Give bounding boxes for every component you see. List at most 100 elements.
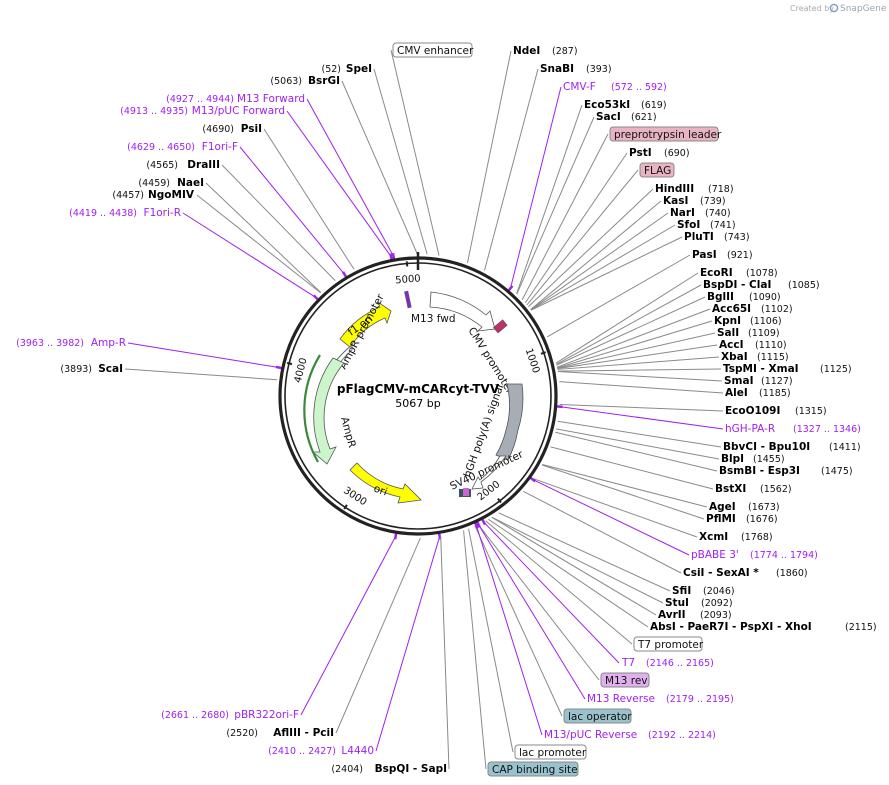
site-ndei[interactable]: NdeI(287) <box>513 45 578 57</box>
site-naei[interactable]: (4459)NaeI <box>138 177 204 189</box>
primer-m13-puc-reverse[interactable]: M13/pUC Reverse(2192 .. 2214) <box>544 729 716 741</box>
site-bsmbi-esp3i[interactable]: BsmBI - Esp3I(1475) <box>719 465 853 477</box>
site-bstxi[interactable]: BstXI(1562) <box>715 483 792 495</box>
feature-cmv-promoter[interactable]: CMV promoter <box>429 291 516 396</box>
site-psii[interactable]: (4690)PsiI <box>202 123 262 135</box>
sali-name: SalI <box>717 327 739 339</box>
site-afliii-pcii[interactable]: (2520)AflIII - PciI <box>226 727 334 739</box>
bstxi-pos: (1562) <box>760 484 792 495</box>
site-sfoi[interactable]: SfoI(741) <box>677 219 736 231</box>
bbvci-bpu10i-pos: (1411) <box>829 442 861 453</box>
snapgene-logo-icon <box>829 3 839 13</box>
site-spei[interactable]: (52)SpeI <box>321 63 372 75</box>
site-ecori[interactable]: EcoRI(1078) <box>700 267 778 279</box>
snabi-pos: (393) <box>586 64 612 75</box>
t7-name: T7 <box>621 657 635 669</box>
primer-amp-r[interactable]: (3963 .. 3982)Amp-R <box>16 337 126 349</box>
m13-fwd-label: M13 fwd <box>411 313 456 325</box>
site-hindiii[interactable]: HindIII(718) <box>655 183 734 195</box>
label-flag[interactable]: FLAG <box>639 162 675 178</box>
primer-pbr322ori-f[interactable]: (2661 .. 2680)pBR322ori-F <box>161 709 299 721</box>
cap-binding-site-box <box>487 761 579 777</box>
primer-l4440[interactable]: (2410 .. 2427)L4440 <box>268 745 374 757</box>
blpi-name: BlpI <box>721 453 744 465</box>
site-pluti[interactable]: PluTI(743) <box>684 231 750 243</box>
m13-reverse-pos: (2179 .. 2195) <box>666 694 734 705</box>
site-bspdi-clai[interactable]: BspDI - ClaI(1085) <box>703 279 820 291</box>
site-eco53ki[interactable]: Eco53kI(619) <box>584 99 667 111</box>
primer-m13-forward[interactable]: (4927 .. 4944)M13 Forward <box>166 93 305 105</box>
primer-m13-reverse[interactable]: M13 Reverse(2179 .. 2195) <box>587 693 734 705</box>
site-xbai[interactable]: XbaI(1115) <box>721 351 789 363</box>
site-nari[interactable]: NarI(740) <box>670 207 731 219</box>
site-snabi[interactable]: SnaBI(393) <box>540 63 612 75</box>
ruler-tick-label: 1000 <box>523 347 542 375</box>
site-bsrgi[interactable]: (5063)BsrGI <box>270 75 340 87</box>
primer-pbabe-3[interactable]: pBABE 3'(1774 .. 1794) <box>691 549 818 561</box>
site-draiii[interactable]: (4565)DraIII <box>146 159 220 171</box>
site-smai[interactable]: SmaI(1127) <box>724 375 793 387</box>
site-bglii[interactable]: BglII(1090) <box>707 291 781 303</box>
ruler-tick <box>497 497 502 504</box>
site-blpi[interactable]: BlpI(1455) <box>721 453 785 465</box>
primer-f1ori-r[interactable]: (4419 .. 4438)F1ori-R <box>69 207 181 219</box>
site-pasi[interactable]: PasI(921) <box>692 249 753 261</box>
primer-site-marker <box>393 533 398 540</box>
site-stui[interactable]: StuI(2092) <box>665 597 733 609</box>
site-avrii[interactable]: AvrII (2093) <box>658 609 732 621</box>
label-cap-binding-site[interactable]: CAP binding site <box>487 761 579 777</box>
leader-line <box>557 332 716 369</box>
site-xcmi[interactable]: XcmI(1768) <box>699 531 773 543</box>
avrii-pos: (2093) <box>700 610 732 621</box>
feature-m13-fwd[interactable]: M13 fwd <box>404 290 456 325</box>
hgh-polya-block <box>495 383 524 461</box>
leader-line <box>491 516 657 616</box>
site-tspmi-xmai[interactable]: TspMI - XmaI(1125) <box>723 363 852 375</box>
site-saci[interactable]: SacI(621) <box>596 111 657 123</box>
label-lac-promoter[interactable]: lac promoter <box>514 744 587 760</box>
label-t7-promoter[interactable]: T7 promoter <box>633 636 704 652</box>
ampr-arrow <box>311 357 345 465</box>
primer-hgh-pa-r[interactable]: hGH-PA-R(1327 .. 1346) <box>725 423 861 435</box>
label-m13-rev[interactable]: M13 rev <box>600 672 650 688</box>
leader-line <box>491 516 664 604</box>
site-scai[interactable]: (3893)ScaI <box>60 363 123 375</box>
leader-line <box>390 49 440 256</box>
label-preprotrypsin-leader[interactable]: preprotrypsin leader <box>609 126 722 142</box>
site-acc65i[interactable]: Acc65I(1102) <box>712 303 793 315</box>
site-ngomiv[interactable]: (4457)NgoMIV <box>112 189 194 201</box>
feature-ampr[interactable]: AmpR <box>303 354 358 465</box>
primer-f1ori-f[interactable]: (4629 .. 4650)F1ori-F <box>127 141 238 153</box>
site-kasi[interactable]: KasI(739) <box>663 195 726 207</box>
site-sfii[interactable]: SfiI(2046) <box>672 585 735 597</box>
site-psti[interactable]: PstI(690) <box>629 147 690 159</box>
feature-ori[interactable]: ori <box>349 462 422 504</box>
leader-line <box>474 525 563 717</box>
leader-line <box>516 104 583 294</box>
site-sali[interactable]: SalI(1109) <box>717 327 780 339</box>
leader-line <box>557 420 722 448</box>
m13-rev-text: M13 rev <box>605 675 648 687</box>
site-ecoo109i[interactable]: EcoO109I(1315) <box>725 405 827 417</box>
sv40-promoter-arrow <box>471 455 507 490</box>
site-acci[interactable]: AccI(1110) <box>719 339 787 351</box>
primer-t7[interactable]: T7(2146 .. 2165) <box>621 657 714 669</box>
hindiii-name: HindIII <box>655 183 694 195</box>
site-absi-xhoi[interactable]: AbsI - PaeR7I - PspXI - XhoI(2115) <box>650 621 877 633</box>
avrii-name: AvrII <box>658 609 686 621</box>
site-csii-sexai[interactable]: CsiI - SexAI *(1860) <box>683 567 808 579</box>
scai-pos: (3893) <box>60 364 92 375</box>
site-bspqi-sapi[interactable]: (2404)BspQI - SapI <box>331 763 447 775</box>
site-kpni[interactable]: KpnI(1106) <box>714 315 782 327</box>
label-cmv-enhancer[interactable]: CMV enhancer <box>392 42 474 58</box>
ecoo109i-name: EcoO109I <box>725 405 780 417</box>
primer-m13-puc-forward[interactable]: (4913 .. 4935)M13/pUC Forward <box>120 105 285 117</box>
feature-f1-ori[interactable]: f1 ori <box>339 300 392 348</box>
site-agei[interactable]: AgeI(1673) <box>709 501 780 513</box>
label-lac-operator[interactable]: lac operator <box>563 708 632 724</box>
site-alei[interactable]: AleI(1185) <box>725 387 791 399</box>
leader-line <box>341 80 418 255</box>
site-bbvci-bpu10i[interactable]: BbvCI - Bpu10I(1411) <box>723 441 861 453</box>
primer-cmv-f[interactable]: CMV-F(572 .. 592) <box>563 81 667 93</box>
site-pflmi[interactable]: PflMI(1676) <box>706 513 778 525</box>
